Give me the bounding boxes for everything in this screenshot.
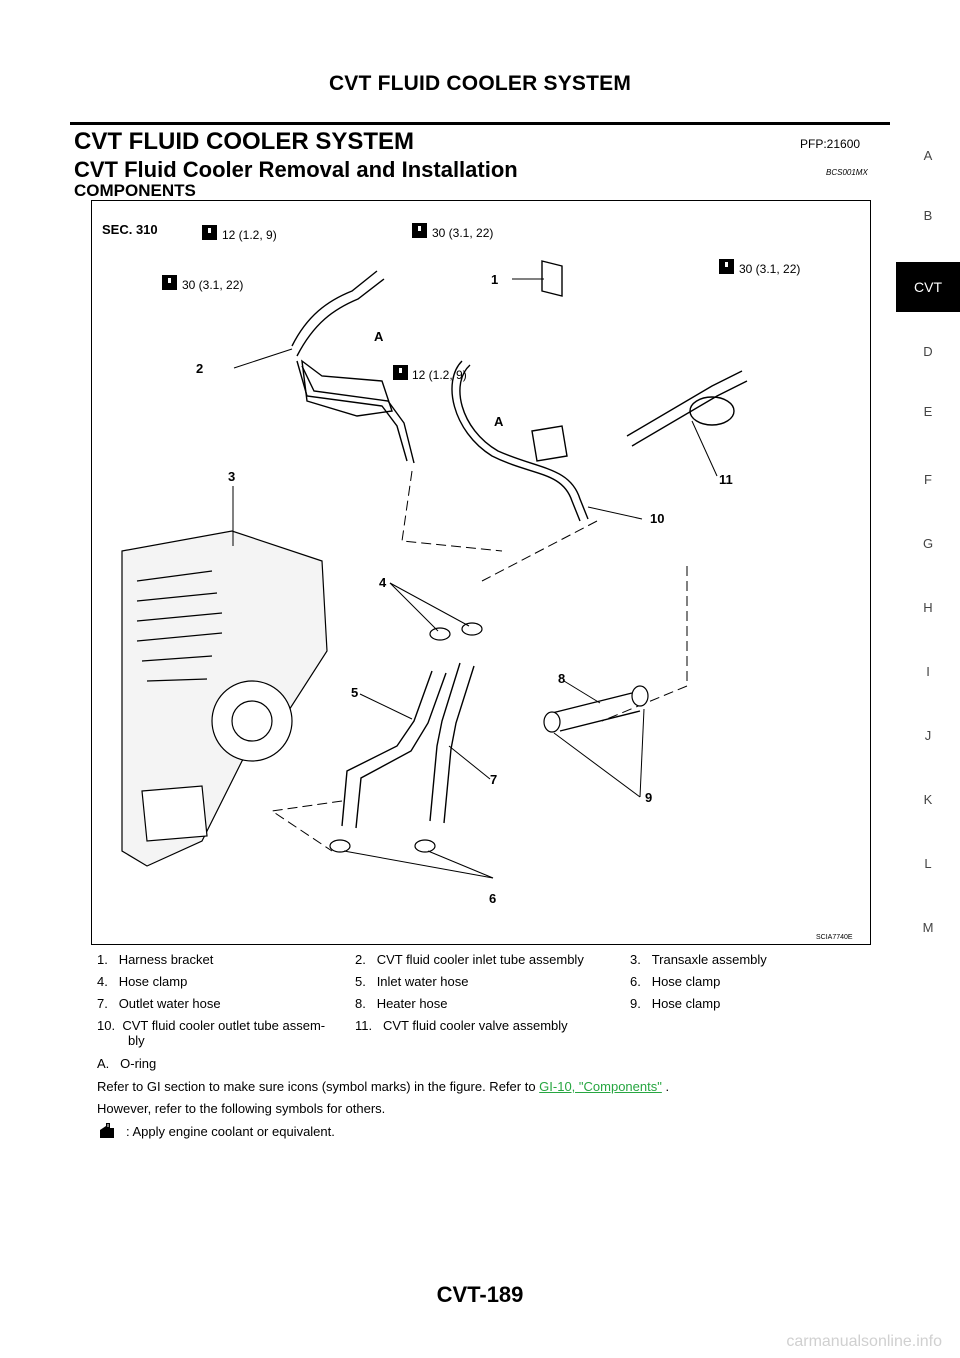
tab-cvt[interactable]: CVT — [896, 262, 960, 312]
figure-id: SCIA7740E — [816, 934, 853, 941]
tab-a[interactable]: A — [923, 148, 933, 163]
svg-text:30 (3.1, 22): 30 (3.1, 22) — [432, 226, 493, 240]
torque-spec-1: 12 (1.2, 9) — [202, 225, 277, 242]
tab-k[interactable]: K — [923, 792, 933, 807]
svg-text:30 (3.1, 22): 30 (3.1, 22) — [739, 262, 800, 276]
callout-10: 10 — [650, 511, 664, 526]
svg-text:12 (1.2, 9): 12 (1.2, 9) — [222, 228, 277, 242]
watermark: carmanualsonline.info — [786, 1333, 942, 1350]
tube-assemblies — [291, 260, 748, 522]
legend-item-10: 10. CVT fluid cooler outlet tube assem- … — [97, 1018, 326, 1048]
header-rule — [70, 122, 890, 125]
tab-d[interactable]: D — [923, 344, 933, 359]
callout-leaders — [232, 278, 718, 879]
transaxle-illustration — [121, 530, 328, 867]
sec-label: SEC. 310 — [102, 222, 158, 237]
legend-item-9: 9. Hose clamp — [630, 996, 721, 1011]
refer-note: Refer to GI section to make sure icons (… — [97, 1079, 670, 1094]
callout-7: 7 — [490, 772, 497, 787]
section-tabs: A B CVT D E F G H I J K L M — [896, 0, 960, 1358]
tab-m[interactable]: M — [922, 920, 934, 935]
page-number: CVT-189 — [436, 1282, 524, 1307]
callout-8: 8 — [558, 671, 565, 686]
hoses — [341, 662, 641, 829]
callout-a-2: A — [494, 414, 504, 429]
legend-item-8: 8. Heater hose — [355, 996, 448, 1011]
torque-spec-5: 12 (1.2, 9) — [393, 365, 467, 382]
svg-text:12 (1.2, 9): 12 (1.2, 9) — [412, 368, 467, 382]
legend-item-3: 3. Transaxle assembly — [630, 952, 767, 967]
however-note: However, refer to the following symbols … — [97, 1101, 386, 1116]
callout-4: 4 — [379, 575, 387, 590]
exploded-diagram: SEC. 310 12 (1.2, 9) 30 (3.1, 22) 30 (3.… — [102, 222, 853, 941]
tab-j[interactable]: J — [924, 728, 932, 743]
legend-item-7: 7. Outlet water hose — [97, 996, 221, 1011]
legend-item-2: 2. CVT fluid cooler inlet tube assembly — [355, 952, 584, 967]
torque-spec-2: 30 (3.1, 22) — [412, 223, 493, 240]
tab-h[interactable]: H — [923, 600, 933, 615]
callout-3: 3 — [228, 469, 235, 484]
callout-11: 11 — [719, 472, 733, 487]
hose-clamps — [329, 622, 649, 853]
legend-item-a: A. O-ring — [97, 1056, 157, 1071]
tab-b[interactable]: B — [923, 208, 933, 223]
coolant-note: : Apply engine coolant or equivalent. — [126, 1124, 335, 1139]
pfp-code: PFP:21600 — [800, 137, 861, 151]
tab-i[interactable]: I — [926, 664, 930, 679]
components-figure: SEC. 310 12 (1.2, 9) 30 (3.1, 22) 30 (3.… — [91, 200, 871, 945]
tab-f[interactable]: F — [924, 472, 932, 487]
subsection-title: CVT Fluid Cooler Removal and Installatio… — [74, 157, 518, 182]
tab-g[interactable]: G — [922, 536, 934, 551]
callout-numbers: 1 2 3 4 5 6 7 8 9 10 11 A A — [196, 272, 733, 906]
callout-5: 5 — [351, 685, 358, 700]
callout-6: 6 — [489, 891, 496, 906]
callout-a-1: A — [374, 329, 384, 344]
legend-item-5: 5. Inlet water hose — [355, 974, 469, 989]
tab-e[interactable]: E — [923, 404, 933, 419]
tab-l[interactable]: L — [924, 856, 932, 871]
section-title: CVT FLUID COOLER SYSTEM — [74, 128, 415, 155]
svg-text:30 (3.1, 22): 30 (3.1, 22) — [182, 278, 243, 292]
legend-item-11: 11. CVT fluid cooler valve assembly — [355, 1018, 568, 1033]
coolant-icon — [97, 1120, 117, 1140]
callout-1: 1 — [491, 272, 498, 287]
torque-spec-4: 30 (3.1, 22) — [719, 259, 800, 276]
running-header: CVT FLUID COOLER SYSTEM — [328, 72, 632, 95]
callout-9: 9 — [645, 790, 652, 805]
components-heading: COMPONENTS — [74, 181, 196, 200]
legend-item-4: 4. Hose clamp — [97, 974, 188, 989]
callout-2: 2 — [196, 361, 203, 376]
torque-spec-3: 30 (3.1, 22) — [162, 275, 243, 292]
doc-code: BCS001MX — [826, 168, 868, 177]
legend-item-1: 1. Harness bracket — [97, 952, 214, 967]
legend-item-6: 6. Hose clamp — [630, 974, 721, 989]
gi-components-link[interactable]: GI-10, "Components" — [539, 1079, 662, 1094]
